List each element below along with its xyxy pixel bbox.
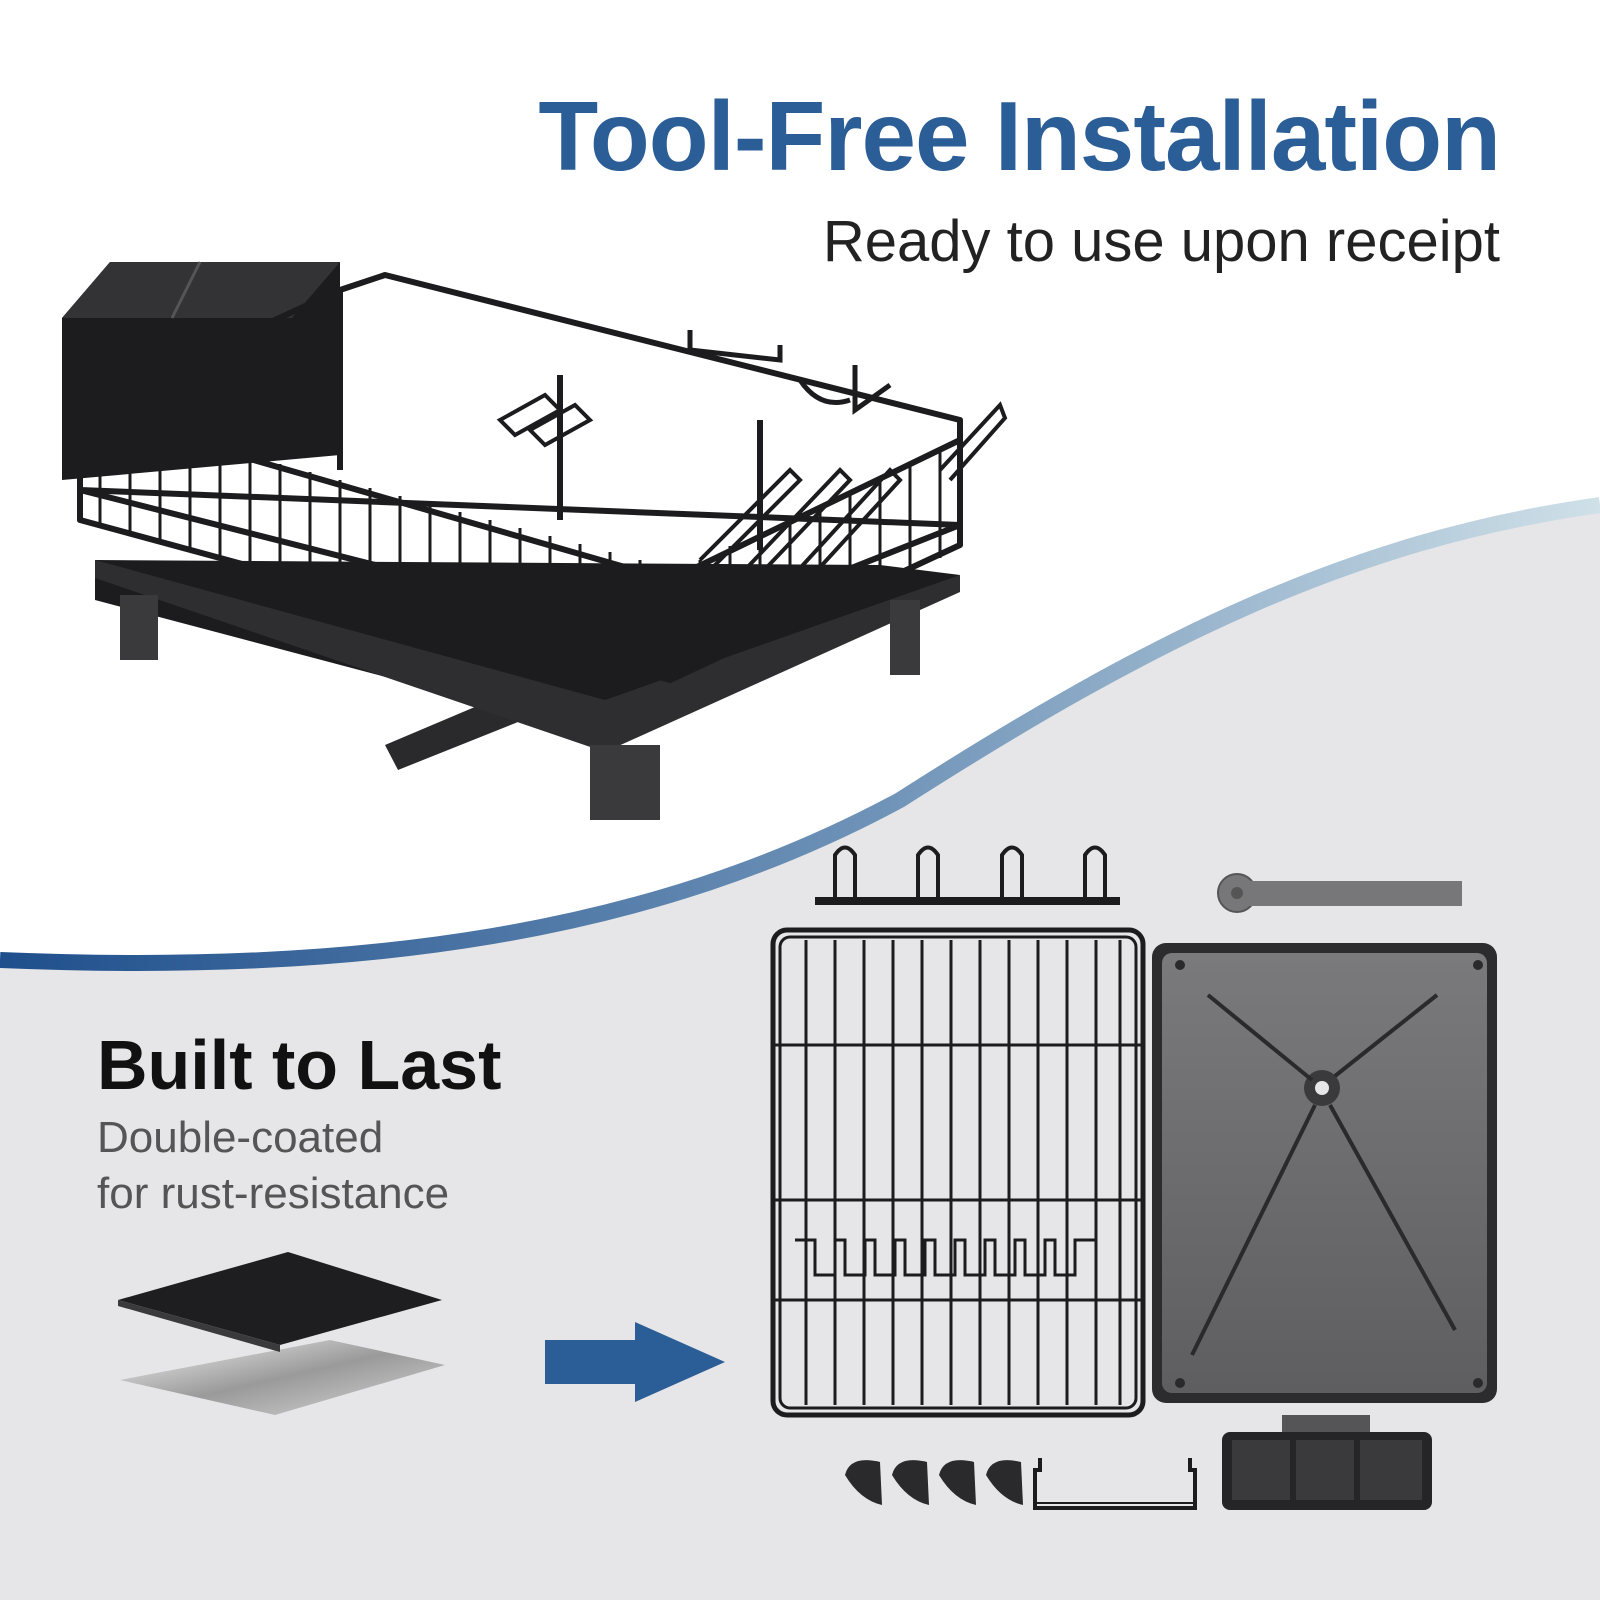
drain-tray-part-image — [1152, 943, 1497, 1403]
coating-layers-image — [118, 1252, 445, 1415]
rubber-feet-part-image — [845, 1460, 1023, 1505]
subheadline: Ready to use upon receipt — [822, 209, 1500, 274]
wire-bracket-part-image — [1033, 1458, 1197, 1510]
headline: Tool-Free Installation — [538, 81, 1501, 191]
wire-rack-part-image — [770, 927, 1146, 1418]
assembled-dish-rack-image — [62, 261, 1008, 820]
cup-holder-part-image — [815, 845, 1120, 905]
utensil-holder-part-image — [1222, 1415, 1432, 1510]
feature-description-line-1: Double-coated — [97, 1113, 384, 1162]
drain-spout-part-image — [1217, 873, 1462, 913]
arrow-right-icon — [545, 1322, 725, 1402]
feature-description-line-2: for rust-resistance — [97, 1169, 450, 1218]
feature-title: Built to Last — [97, 1026, 502, 1104]
